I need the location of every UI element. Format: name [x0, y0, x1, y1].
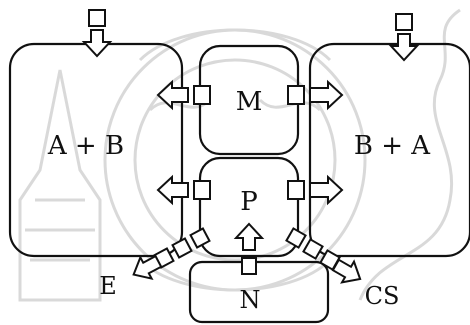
output-left-label: E — [99, 272, 117, 300]
arrow-n-to-p-icon — [236, 224, 262, 274]
box-bottom-center-label: N — [240, 286, 261, 314]
box-right-label: B + A — [354, 131, 431, 161]
box-left-label: A + B — [47, 131, 124, 161]
input-arrow-left-icon — [84, 10, 110, 56]
arrow-m-to-right-icon — [288, 82, 342, 108]
input-arrow-right-icon — [391, 14, 417, 60]
arrow-p-to-left-icon — [158, 177, 210, 203]
box-top-center-label: M — [236, 87, 263, 117]
box-middle-center-label: P — [240, 187, 258, 217]
output-right-label: CS — [365, 282, 400, 310]
